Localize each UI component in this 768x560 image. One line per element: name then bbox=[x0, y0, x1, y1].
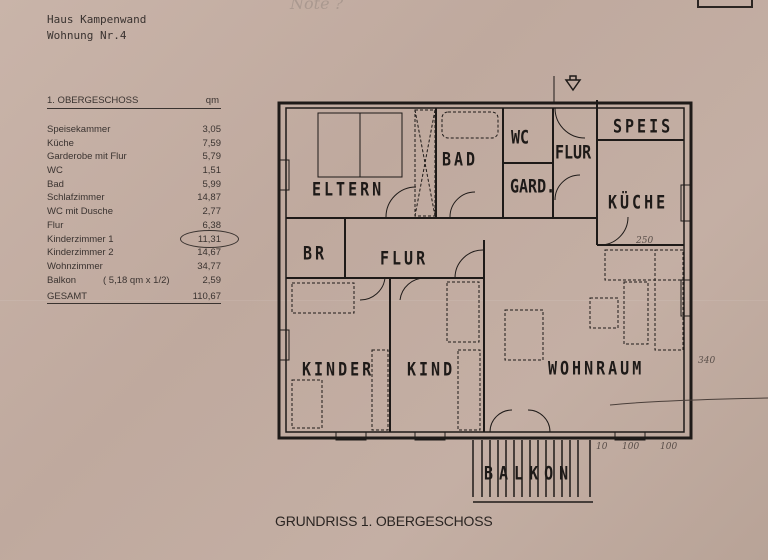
table-row: WC mit Dusche 2,77 bbox=[47, 205, 221, 219]
table-row: Garderobe mit Flur 5,79 bbox=[47, 150, 221, 164]
paper-fold bbox=[0, 300, 768, 301]
room-name: Garderobe mit Flur bbox=[47, 151, 127, 163]
corner-box bbox=[697, 0, 753, 8]
room-area: 34,77 bbox=[197, 260, 221, 272]
room-area: 14,87 bbox=[197, 192, 221, 204]
table-row: Kinderzimmer 2 14,67 bbox=[47, 246, 221, 260]
table-row: Speisekammer 3,05 bbox=[47, 123, 221, 137]
room-note: ( 5,18 qm x 1/2) bbox=[103, 274, 170, 286]
total-row: GESAMT 110,67 bbox=[47, 291, 221, 305]
room-eltern: ELTERN bbox=[312, 177, 385, 201]
handwritten-note: Note ? bbox=[290, 0, 344, 13]
room-area: 5,79 bbox=[202, 151, 222, 163]
room-name: Speisekammer bbox=[47, 124, 111, 135]
table-row: Küche 7,59 bbox=[47, 137, 221, 151]
room-wc: WC bbox=[511, 125, 530, 149]
apartment-number: Wohnung Nr.4 bbox=[47, 29, 127, 42]
room-name: Schlafzimmer bbox=[47, 192, 105, 204]
table-row: Schlafzimmer 14,87 bbox=[47, 191, 221, 205]
table-title: 1. OBERGESCHOSS bbox=[47, 95, 139, 106]
room-kueche: KÜCHE bbox=[608, 190, 669, 214]
dimension-right: 340 bbox=[698, 356, 716, 366]
entrance-arrow-icon bbox=[564, 75, 582, 92]
room-name: Kinderzimmer 2 bbox=[47, 247, 114, 259]
unit-label: qm bbox=[205, 95, 219, 106]
room-flur-entry: FLUR bbox=[555, 140, 592, 164]
dimension-bottom-2: 100 bbox=[622, 442, 640, 452]
balcony-railing bbox=[472, 440, 593, 503]
room-area: 3,05 bbox=[202, 124, 222, 135]
building-name: Haus Kampenwand bbox=[47, 13, 147, 26]
room-area: 1,51 bbox=[202, 165, 222, 177]
room-area: 7,59 bbox=[202, 137, 222, 149]
room-wohnraum: WOHNRAUM bbox=[548, 356, 645, 380]
room-balkon: BALKON bbox=[484, 461, 575, 485]
room-area: 14,67 bbox=[197, 247, 221, 259]
room-bad: BAD bbox=[442, 147, 479, 171]
room-area: 2,59 bbox=[202, 274, 222, 286]
room-garderobe: GARD. bbox=[510, 174, 556, 198]
table-row: WC 1,51 bbox=[47, 164, 221, 178]
room-name: WC bbox=[47, 165, 63, 177]
table-row: Flur 6,38 bbox=[47, 219, 221, 233]
table-row: Wohnzimmer 34,77 bbox=[47, 260, 221, 274]
room-speis: SPEIS bbox=[613, 114, 674, 138]
room-name: Kinderzimmer 1 bbox=[47, 233, 114, 245]
room-name: Flur bbox=[47, 219, 64, 231]
room-name: Bad bbox=[47, 178, 64, 190]
plan-caption: GRUNDRISS 1. OBERGESCHOSS bbox=[275, 513, 493, 529]
table-row: Bad 5,99 bbox=[47, 178, 221, 192]
room-area: 2,77 bbox=[202, 206, 222, 218]
room-area: 6,38 bbox=[202, 219, 222, 231]
total-area: 110,67 bbox=[192, 291, 221, 303]
room-kinder: KINDER bbox=[302, 357, 375, 381]
table-row: Balkon ( 5,18 qm x 1/2) 2,59 bbox=[47, 274, 221, 288]
room-name: WC mit Dusche bbox=[47, 206, 113, 218]
table-header: 1. OBERGESCHOSS qm bbox=[47, 95, 221, 109]
highlight-circle bbox=[180, 230, 239, 248]
room-br: BR bbox=[303, 241, 328, 265]
room-name: Wohnzimmer bbox=[47, 260, 103, 272]
room-flur: FLUR bbox=[380, 246, 429, 270]
dimension-kitchen: 250 bbox=[636, 236, 654, 246]
dimension-bottom-3: 100 bbox=[660, 442, 678, 452]
room-kind: KIND bbox=[407, 357, 456, 381]
total-label: GESAMT bbox=[47, 291, 88, 303]
document-header: Haus Kampenwand Wohnung Nr.4 bbox=[47, 12, 146, 44]
room-name: Küche bbox=[47, 137, 74, 149]
room-name: Balkon bbox=[47, 274, 77, 286]
dimension-bottom-1: 10 bbox=[596, 442, 608, 452]
room-area: 5,99 bbox=[202, 178, 222, 190]
outer-wall bbox=[277, 101, 693, 440]
